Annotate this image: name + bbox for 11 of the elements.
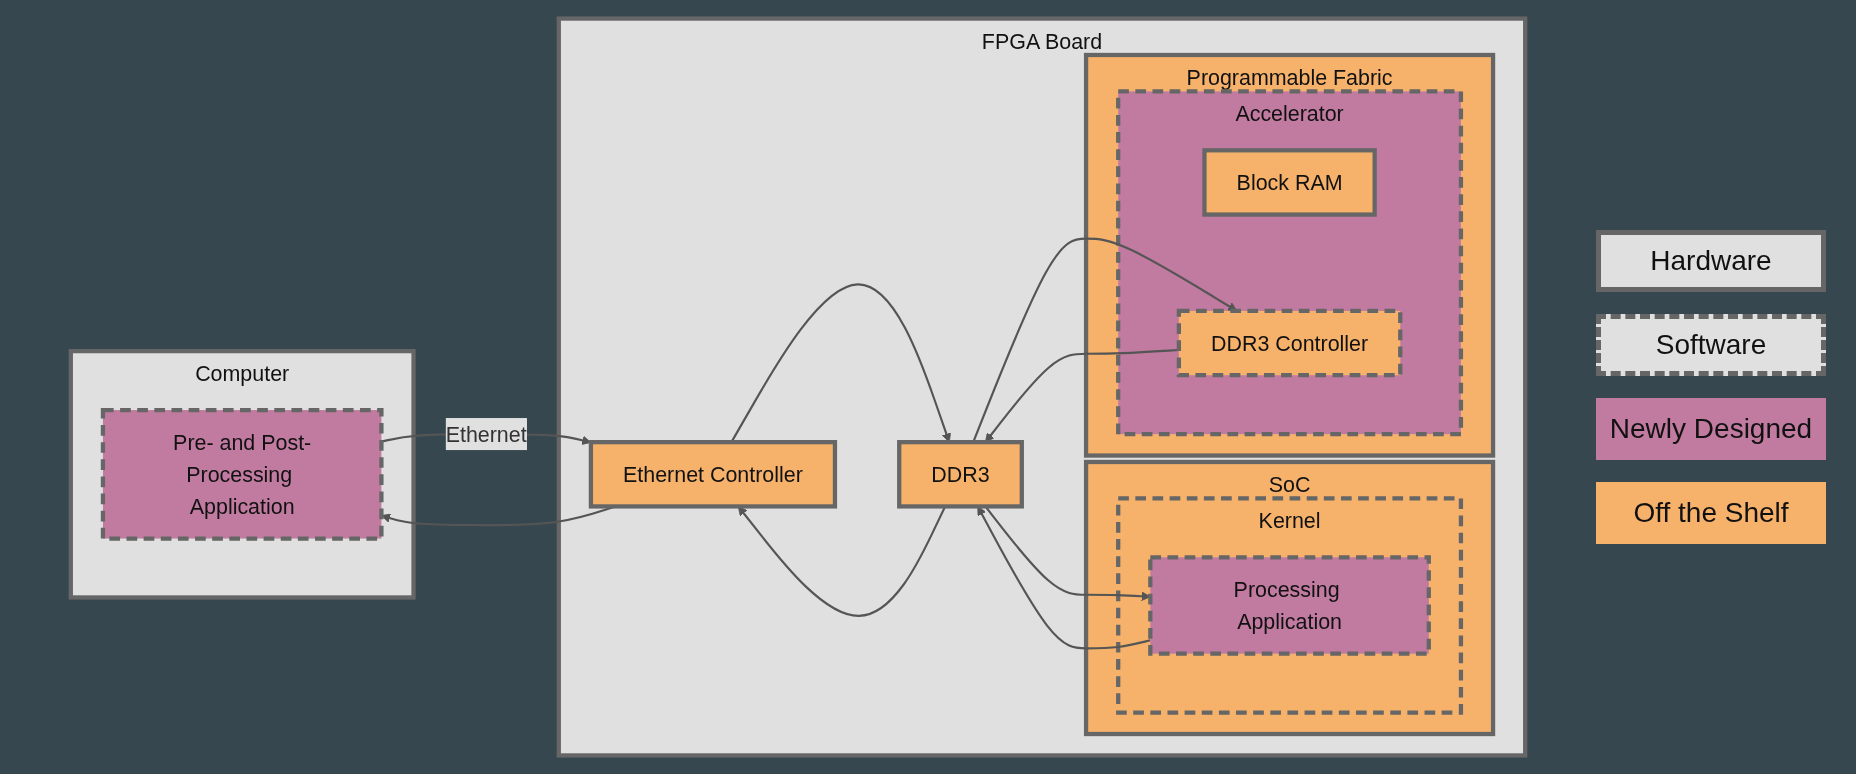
legend-key: Newly Designed (1596, 398, 1826, 460)
node-box: Pre- and Post-Processing Application (100, 407, 384, 541)
node-box: Ethernet Controller (588, 440, 838, 509)
node-box: DDR3 (897, 440, 1024, 509)
legend-key: Off the Shelf (1596, 482, 1826, 544)
node-box: DDR3 Controller (1176, 308, 1403, 378)
node-box: Block RAM (1202, 148, 1377, 217)
legend-key: Software (1596, 314, 1826, 376)
legend-key: Hardware (1596, 230, 1826, 292)
node-box: Processing Application (1148, 555, 1431, 656)
edge-label: Ethernet (445, 422, 527, 446)
